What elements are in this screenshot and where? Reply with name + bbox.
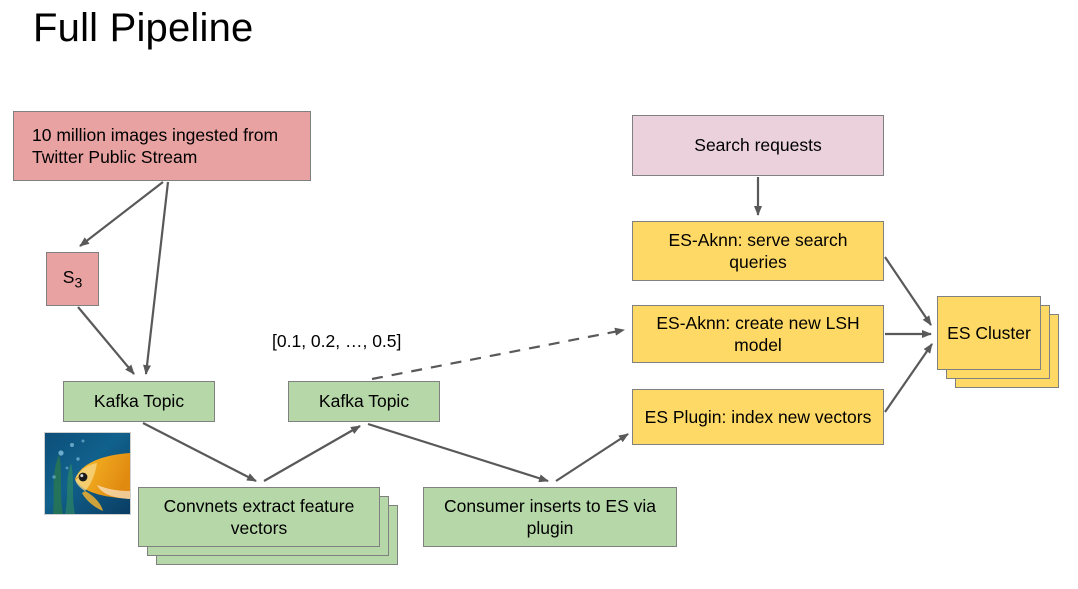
goldfish-photo: [44, 432, 131, 515]
node-ingest-label: 10 million images ingested from Twitter …: [32, 124, 279, 167]
edge-kafka2-to-consumer: [367, 422, 549, 483]
node-es-plugin-label: ES Plugin: index new vectors: [644, 406, 872, 427]
edge-ingest-to-s3: [79, 181, 164, 247]
node-es-aknn-serve-label: ES-Aknn: serve search queries: [668, 229, 848, 272]
node-es-cluster-label: ES Cluster: [947, 322, 1031, 343]
edge-serve-to-cluster: [884, 256, 932, 326]
page-title: Full Pipeline: [33, 6, 254, 50]
node-s3[interactable]: S3: [46, 252, 99, 306]
node-kafka-topic-1-label: Kafka Topic: [93, 391, 185, 412]
edge-convnets-to-kafka2: [263, 425, 361, 482]
node-es-aknn-serve[interactable]: ES-Aknn: serve search queries: [632, 221, 884, 281]
node-search-requests-label: Search requests: [694, 135, 822, 156]
edge-plugin-to-cluster: [884, 343, 933, 413]
node-kafka-topic-2-label: Kafka Topic: [318, 391, 410, 412]
node-search-requests[interactable]: Search requests: [632, 115, 884, 176]
node-consumer[interactable]: Consumer inserts to ES via plugin: [423, 487, 677, 547]
edge-s3-to-kafka1: [77, 306, 135, 375]
node-es-aknn-lsh[interactable]: ES-Aknn: create new LSH model: [632, 305, 884, 363]
node-kafka-topic-2[interactable]: Kafka Topic: [288, 381, 440, 422]
node-es-cluster[interactable]: ES Cluster: [937, 296, 1041, 370]
goldfish-photo-art: [45, 433, 130, 514]
node-es-plugin[interactable]: ES Plugin: index new vectors: [632, 389, 884, 445]
node-ingest[interactable]: 10 million images ingested from Twitter …: [13, 111, 311, 181]
node-es-aknn-lsh-label: ES-Aknn: create new LSH model: [656, 312, 860, 355]
edge-ingest-to-kafka1: [143, 181, 170, 375]
node-convnets[interactable]: Convnets extract feature vectors: [138, 487, 380, 547]
vector-example-label: [0.1, 0.2, …, 0.5]: [272, 331, 402, 351]
edge-kafka1-to-convnets: [142, 422, 257, 482]
node-s3-label: S3: [62, 266, 83, 291]
edge-kafka2-to-lsh: [371, 327, 625, 381]
node-kafka-topic-1[interactable]: Kafka Topic: [63, 381, 215, 422]
node-consumer-label: Consumer inserts to ES via plugin: [443, 495, 657, 538]
node-convnets-label: Convnets extract feature vectors: [163, 495, 355, 538]
edge-consumer-to-es-plugin: [555, 433, 629, 482]
